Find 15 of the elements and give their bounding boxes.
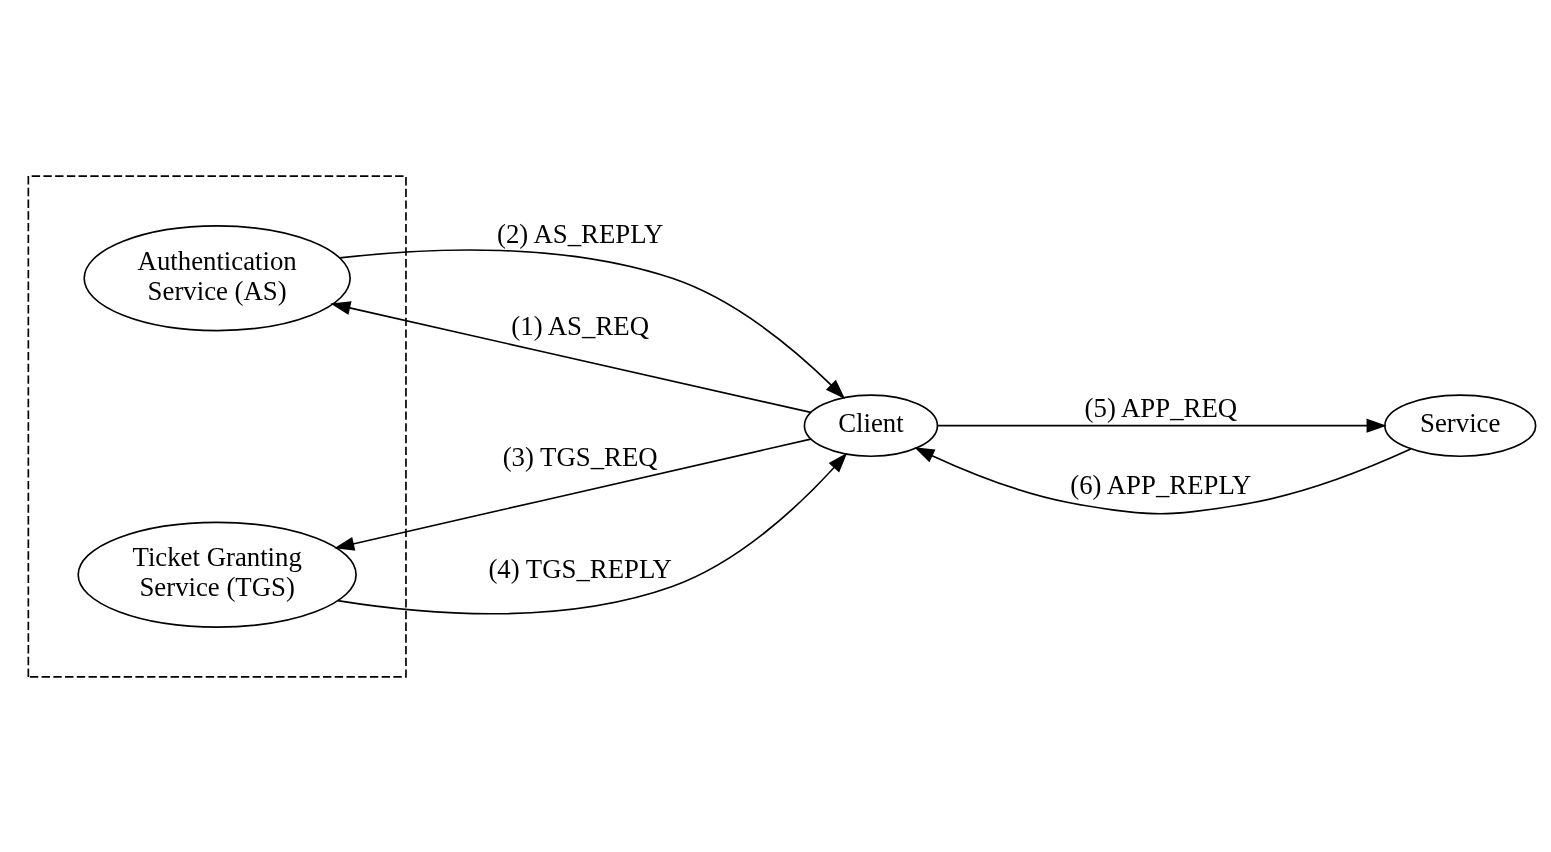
arrow [338, 248, 846, 399]
arrow [330, 300, 812, 413]
edge-label: (4) TGS_REPLY [488, 553, 672, 584]
arrow [936, 418, 1387, 433]
edge-label: (3) TGS_REQ [502, 441, 658, 472]
edge-label: (5) APP_REQ [1084, 392, 1238, 423]
node-ellipse: Client [803, 393, 939, 457]
arrow [336, 452, 848, 615]
cluster [27, 174, 407, 678]
arrow [914, 446, 1412, 515]
node-ellipse: Service [1384, 393, 1537, 457]
edge-label: (1) AS_REQ [511, 310, 649, 341]
edge-label: (6) APP_REPLY [1070, 469, 1252, 500]
arrow [334, 437, 812, 551]
edge-label: (2) AS_REPLY [497, 218, 664, 249]
